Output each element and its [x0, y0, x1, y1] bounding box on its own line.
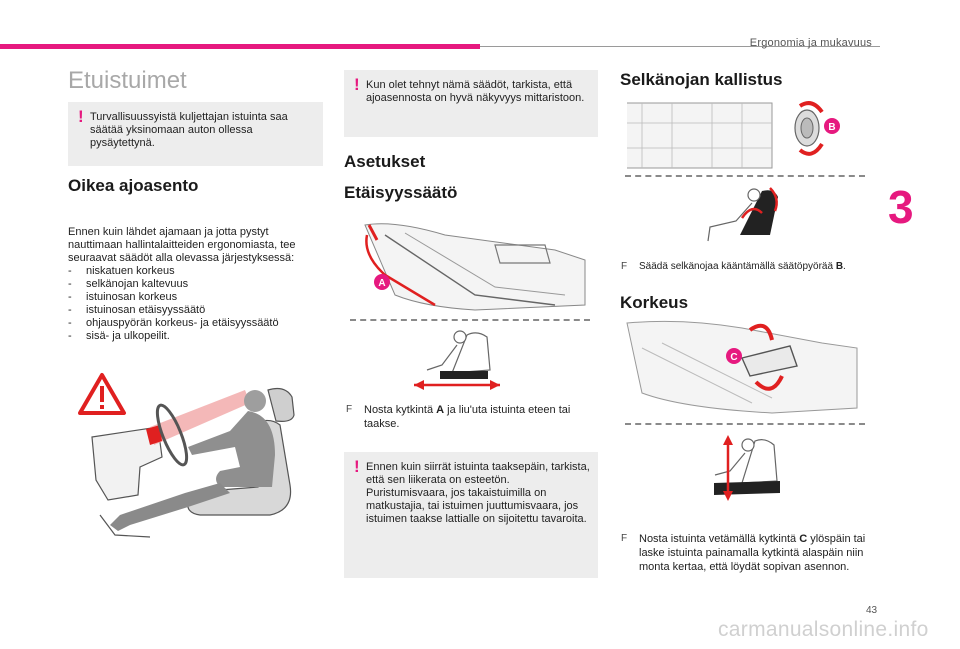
instruction-text: Nosta kytkintä A ja liu'uta istuinta ete…	[364, 404, 571, 430]
callout-a-marker: A	[374, 274, 390, 290]
warning-box-driver: ! Turvallisuussyistä kuljettajan istuint…	[68, 102, 323, 166]
adjustment-steps-list: niskatuen korkeus selkänojan kaltevuus i…	[68, 265, 326, 343]
divider-dashed	[350, 319, 590, 321]
seat-slide-pictogram	[414, 330, 500, 390]
divider-dashed	[625, 175, 865, 177]
instruction-height: F Nosta istuinta vetämällä kytkintä C yl…	[621, 532, 876, 574]
warning-triangle-icon	[78, 373, 126, 415]
intro-paragraph: Ennen kuin lähdet ajamaan ja jotta pysty…	[68, 226, 326, 343]
backrest-wheel-illustration: B	[627, 101, 840, 169]
list-item: istuinosan korkeus	[68, 291, 326, 304]
seat-height-pictogram	[714, 435, 780, 501]
bullet-icon: F	[346, 404, 353, 415]
seat-rail-illustration: A	[364, 223, 586, 311]
exclamation-icon: !	[78, 107, 84, 126]
height-lever-illustration: C	[626, 320, 858, 414]
callout-b-label: B	[828, 122, 835, 133]
heading-height: Korkeus	[620, 293, 689, 312]
page-number: 43	[866, 605, 878, 616]
instruction-text: Nosta istuinta vetämällä kytkintä C ylös…	[639, 533, 866, 573]
heading-distance-adjustment: Etäisyyssäätö	[344, 183, 458, 202]
warning-box-rearward: ! Ennen kuin siirrät istuinta taaksepäin…	[344, 452, 598, 578]
instruction-distance: F Nosta kytkintä A ja liu'uta istuinta e…	[346, 403, 596, 431]
warning-box-visibility: ! Kun olet tehnyt nämä säädöt, tarkista,…	[344, 70, 598, 137]
list-item: ohjauspyörän korkeus- ja etäisyyssäätö	[68, 317, 326, 330]
warning-text: Turvallisuussyistä kuljettajan istuinta …	[90, 111, 288, 149]
callout-a-label: A	[378, 278, 385, 289]
key-b: B	[835, 261, 844, 272]
intro-text: Ennen kuin lähdet ajamaan ja jotta pysty…	[68, 226, 296, 264]
page-title: Etuistuimet	[68, 67, 187, 94]
watermark: carmanualsonline.info	[718, 618, 929, 641]
heading-backrest-recline: Selkänojan kallistus	[620, 70, 783, 89]
heading-driving-position: Oikea ajoasento	[68, 176, 199, 195]
exclamation-icon: !	[354, 457, 360, 476]
key-c: C	[799, 533, 808, 545]
list-item: selkänojan kaltevuus	[68, 278, 326, 291]
list-item: istuinosan etäisyyssäätö	[68, 304, 326, 317]
bullet-icon: F	[621, 533, 628, 544]
instruction-recline: F Säädä selkänojaa kääntämällä säätöpyör…	[621, 260, 876, 274]
list-item: sisä- ja ulkopeilit.	[68, 330, 326, 343]
key-a: A	[436, 404, 445, 416]
section-title: Ergonomia ja mukavuus	[749, 37, 872, 49]
heading-settings: Asetukset	[344, 152, 426, 171]
exclamation-icon: !	[354, 75, 360, 94]
instruction-text: Säädä selkänojaa kääntämällä säätöpyörää…	[639, 261, 846, 272]
callout-c-label: C	[730, 352, 737, 363]
warning-text: Ennen kuin siirrät istuinta taaksepäin, …	[366, 461, 590, 525]
backrest-recline-pictogram	[707, 187, 778, 242]
header-rule	[480, 46, 880, 47]
header-accent-bar	[0, 44, 480, 49]
callout-c-marker: C	[726, 348, 742, 364]
chapter-number: 3	[888, 181, 914, 233]
list-item: niskatuen korkeus	[68, 265, 326, 278]
callout-b-marker: B	[824, 118, 840, 134]
warning-text: Kun olet tehnyt nämä säädöt, tarkista, e…	[366, 79, 585, 104]
divider-dashed	[625, 423, 865, 425]
bullet-icon: F	[621, 261, 628, 272]
driver-position-illustration	[78, 373, 295, 538]
